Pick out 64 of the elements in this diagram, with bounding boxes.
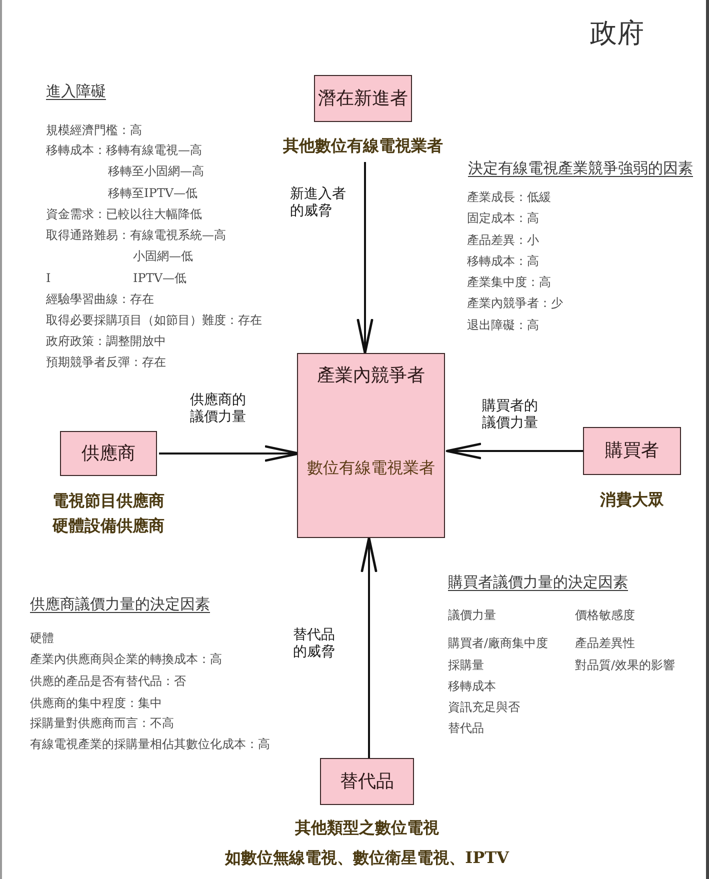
factor-text: 供應商的集中程度：集中 [30,696,162,710]
factor-text: 對品質/效果的影響 [575,658,676,672]
factor-text: 資訊充足與否 [448,700,520,714]
factor-text: 產業內競爭者：少 [467,296,563,310]
section-heading: 進入障礙 [46,82,106,100]
factor-text: 替代品 [448,721,484,735]
factor-text: 取得通路難易：有線電視系統—高 [46,228,226,242]
node-caption: 其他數位有線電視業者 [283,136,443,156]
edge-label: 購買者的議價力量 [482,398,540,432]
box-label: 替代品 [340,770,394,792]
box-label: 購買者 [605,440,659,462]
factor-text: 固定成本：高 [467,211,539,225]
node-caption: 電視節目供應商 [52,490,164,512]
corner-label: 政府 [590,18,644,50]
stray-letter: I [46,271,51,285]
factor-text: 資金需求：已較以往大幅降低 [46,207,202,221]
factor-text: 產業內供應商與企業的轉換成本：高 [30,652,222,666]
factor-text: 移轉成本：移轉有線電視—高 [46,143,202,157]
arrow [446,442,585,460]
force-box [60,431,157,476]
factor-text: 有線電視產業的採購量相佔其數位化成本：高 [30,737,270,751]
factor-text: 移轉至小固網—高 [108,164,204,178]
arrow [360,536,378,758]
factor-text: 採購量 [448,658,484,672]
edge-label: 新進入者的威脅 [290,186,348,220]
factor-text: 移轉成本：高 [467,254,539,268]
edge-label: 替代品的威脅 [293,627,336,661]
box-text: 數位有線電視業者 [307,458,435,478]
factor-text: 議價力量 [448,608,496,622]
node-caption: 其他類型之數位電視 [295,817,439,839]
force-box [297,353,445,538]
box-label: 供應商 [82,442,136,464]
factor-text: 價格敏感度 [575,608,635,622]
factor-text: 移轉至IPTV—低 [108,186,198,200]
factor-text: 規模經濟門檻：高 [46,123,142,137]
factor-text: 退出障礙：高 [467,318,539,332]
factor-text: 購買者/廠商集中度 [448,636,548,650]
factor-text: 預期競爭者反彈：存在 [46,355,166,369]
factor-text: 產品差異：小 [467,233,539,247]
factor-text: 移轉成本 [448,679,496,693]
node-caption: 硬體設備供應商 [52,515,164,537]
factor-text: 取得必要採購項目（如節目）難度：存在 [46,313,262,327]
factor-text: 經驗學習曲線：存在 [46,292,154,306]
force-box [314,75,412,122]
factor-text: 產品差異性 [575,636,635,650]
factor-text: IPTV—低 [133,271,186,285]
factor-text: 產業集中度：高 [467,275,551,289]
node-caption: 消費大眾 [600,490,664,510]
factor-text: 供應的產品是否有替代品：否 [30,674,186,688]
box-label: 潛在新進者 [318,88,408,110]
box-title: 產業內競爭者 [317,365,425,387]
force-box [583,427,681,475]
factor-text: 採購量對供應商而言：不高 [30,716,174,730]
edge-label: 供應商的議價力量 [190,392,248,426]
arrow [356,162,374,354]
section-heading: 供應商議價力量的決定因素 [30,595,210,613]
factor-text: 硬體 [30,631,54,645]
factor-text: 產業成長：低緩 [467,190,551,204]
section-heading: 決定有線電視產業競爭強弱的因素 [468,159,693,177]
factor-text: 小固網—低 [133,249,193,263]
force-box [320,758,414,805]
section-heading: 購買者議價力量的決定因素 [448,573,628,591]
factor-text: 政府政策：調整開放中 [46,334,166,348]
node-caption: 如數位無線電視、數位衛星電視、IPTV [225,847,509,869]
